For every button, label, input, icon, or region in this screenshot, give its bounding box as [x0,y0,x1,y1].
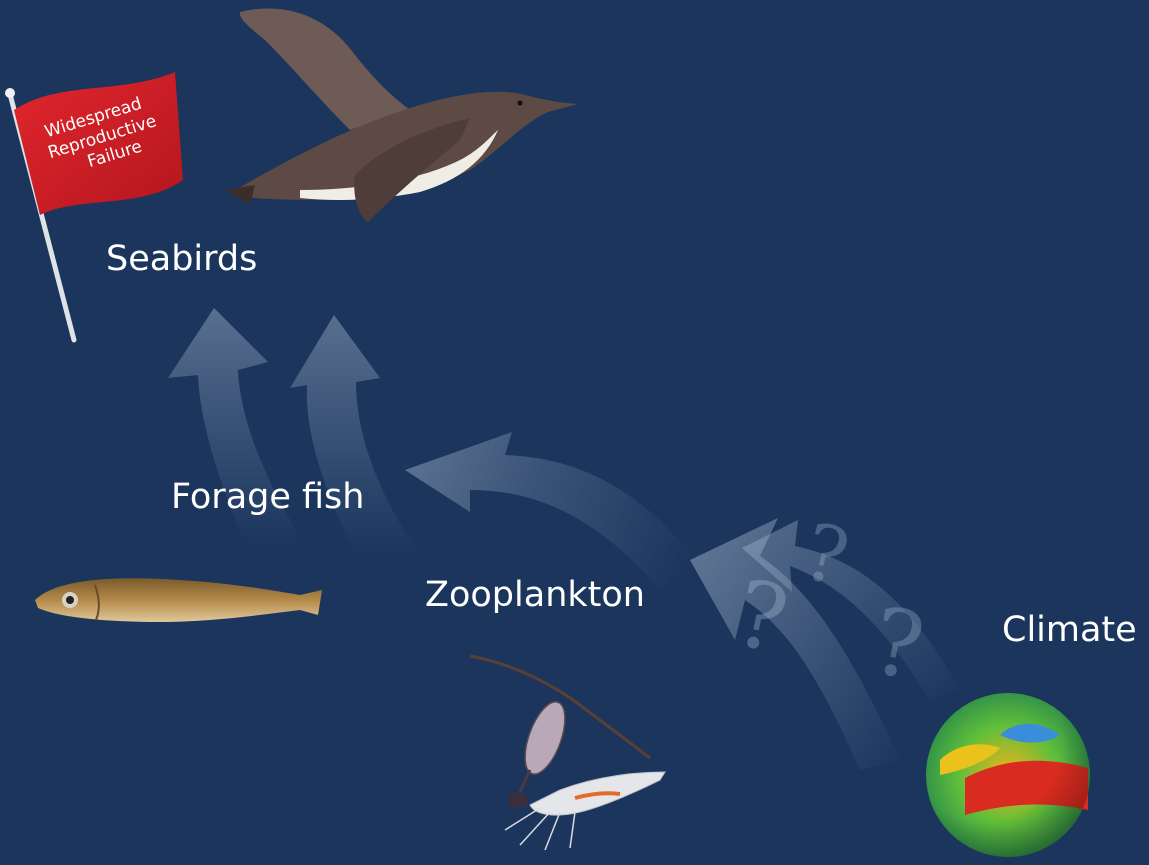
fish-image [35,578,322,622]
node-label-zooplankton: Zooplankton [425,575,645,615]
arrow-zooplankton-to-forage [405,432,700,590]
arrow-forage-to-seabirds-2 [290,315,420,555]
node-label-climate: Climate [1002,610,1137,650]
node-label-seabirds: Seabirds [106,239,257,279]
murre-bird-image [225,9,578,222]
globe-image [926,693,1090,857]
krill-image [505,772,665,850]
flag-icon: Widespread Reproductive Failure [5,72,183,340]
node-label-forage-fish: Forage fish [171,477,364,517]
